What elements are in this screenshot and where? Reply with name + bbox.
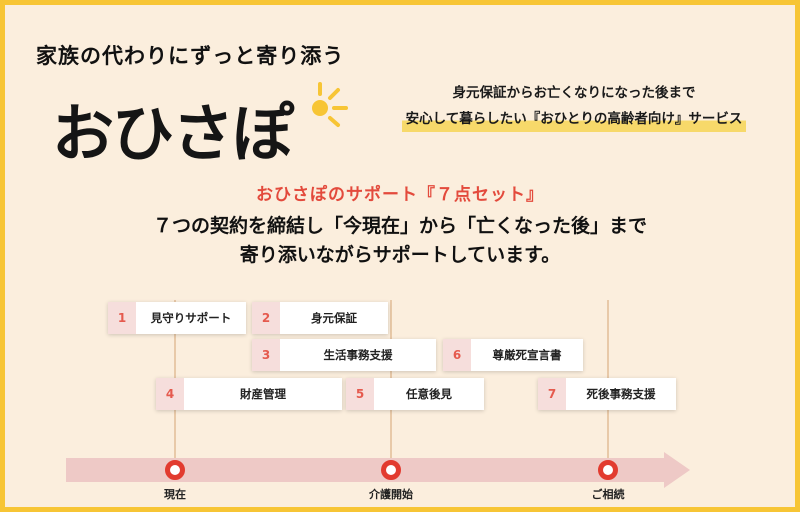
service-description: 身元保証からお亡くなりになった後まで 安心して暮らしたい『おひとりの高齢者向け』… [374,80,774,132]
service-item-7: 7 死後事務支援 [538,378,676,410]
logo-text: おひさぽ [52,97,294,170]
service-number: 1 [108,302,136,334]
service-label: 死後事務支援 [586,387,656,401]
intro-line-1: ７つの契約を締結し「今現在」から「亡くなった後」まで [152,215,647,237]
service-item-6: 6 尊厳死宣言書 [443,339,583,371]
timeline-dot-care [381,460,401,480]
timeline-label-inheritance: ご相続 [591,488,625,501]
service-label: 尊厳死宣言書 [492,348,562,362]
service-number: 3 [252,339,280,371]
desc-line-1: 身元保証からお亡くなりになった後まで [452,85,696,101]
service-item-4: 4 財産管理 [156,378,342,410]
service-number: 5 [346,378,374,410]
timeline-dot-inheritance [598,460,618,480]
support-subtitle: おひさぽのサポート『７点セット』 [256,185,544,205]
sun-icon [312,82,348,127]
service-number: 2 [252,302,280,334]
service-label: 見守りサポート [150,311,232,325]
timeline-dot-now [165,460,185,480]
service-number: 7 [538,378,566,410]
service-item-2: 2 身元保証 [252,302,388,334]
service-item-5: 5 任意後見 [346,378,484,410]
intro-text: ７つの契約を締結し「今現在」から「亡くなった後」まで 寄り添いながらサポートして… [0,212,800,270]
timeline-label-care: 介護開始 [369,488,413,501]
service-number: 4 [156,378,184,410]
service-item-3: 3 生活事務支援 [252,339,436,371]
tagline: 家族の代わりにずっと寄り添う [36,44,345,68]
service-item-1: 1 見守りサポート [108,302,246,334]
intro-line-2: 寄り添いながらサポートしています。 [239,244,561,266]
desc-line-2: 安心して暮らしたい『おひとりの高齢者向け』サービス [401,106,747,132]
timeline-arrow-head [664,452,690,488]
timeline-label-now: 現在 [164,488,186,501]
service-number: 6 [443,339,471,371]
service-label: 身元保証 [311,311,357,325]
service-label: 任意後見 [406,387,452,401]
service-label: 財産管理 [240,387,286,401]
timeline-arrow-body [66,458,666,482]
service-label: 生活事務支援 [323,348,393,362]
